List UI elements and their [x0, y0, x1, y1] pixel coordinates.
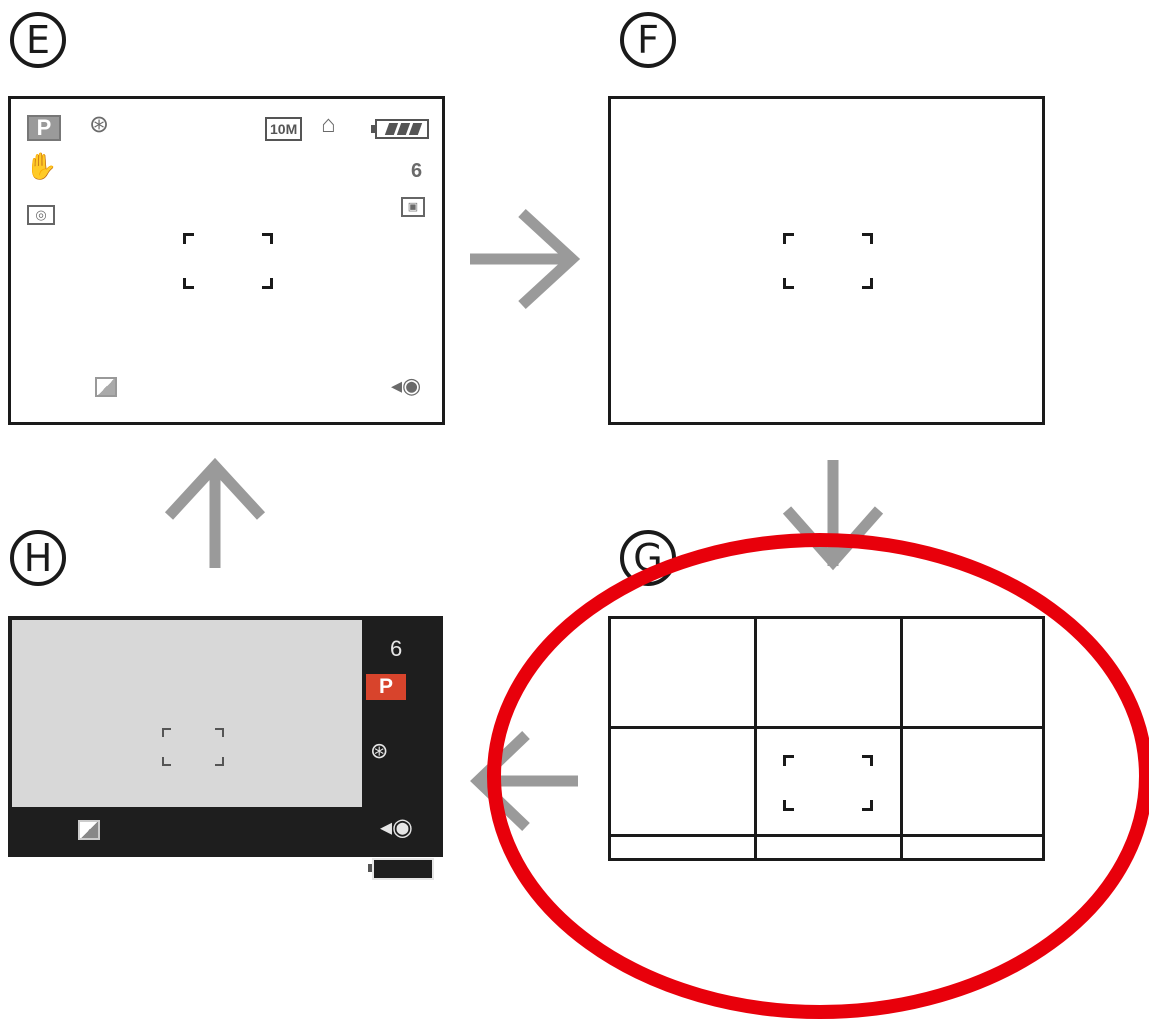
- shots-remaining: 6: [390, 636, 403, 661]
- grid-line: [611, 726, 1042, 729]
- highlight-ellipse: [487, 533, 1149, 1019]
- grid-line: [900, 619, 903, 858]
- zoom-ring-icon: ◂◉: [380, 814, 413, 841]
- arrow-h-to-e: [164, 457, 266, 568]
- shots-remaining: 6: [411, 160, 423, 182]
- resolution-indicator: 10M: [265, 117, 303, 141]
- panel-e-letter: E: [10, 12, 66, 68]
- grid-line: [611, 834, 1042, 837]
- battery-icon: [371, 119, 429, 139]
- flash-off-icon: ⊛: [89, 111, 110, 138]
- panel-h-letter: H: [10, 530, 66, 586]
- panel-g-screen: [608, 616, 1045, 861]
- quality-icon: ⌂: [321, 111, 336, 138]
- exposure-compensation-icon: [95, 377, 117, 397]
- arrow-e-to-f: [470, 208, 581, 310]
- flash-off-icon: ⊛: [370, 738, 389, 763]
- panel-f-screen: [608, 96, 1045, 425]
- panel-f-letter: F: [620, 12, 676, 68]
- metering-icon: ◎: [27, 205, 55, 225]
- arrow-f-to-g: [782, 460, 884, 571]
- battery-icon: [368, 858, 434, 880]
- mode-p-badge: P: [27, 115, 61, 141]
- stabilizer-icon: ✋: [25, 151, 58, 181]
- panel-e-screen: P ⊛ ✋ ◎ 10M ⌂ 6 ▣ ◂◉: [8, 96, 445, 425]
- panel-h-screen: 6 P ⊛ ◂◉: [8, 616, 443, 880]
- focus-frame: [183, 233, 273, 289]
- zoom-ring-icon: ◂◉: [391, 373, 422, 398]
- focus-frame: [162, 728, 224, 766]
- mode-p-badge: P: [366, 674, 406, 700]
- focus-frame: [783, 233, 873, 289]
- exposure-compensation-icon: [78, 820, 100, 840]
- grid-line: [754, 619, 757, 858]
- focus-frame: [783, 755, 873, 811]
- memory-icon: ▣: [401, 197, 425, 217]
- viewfinder-area: [12, 620, 362, 807]
